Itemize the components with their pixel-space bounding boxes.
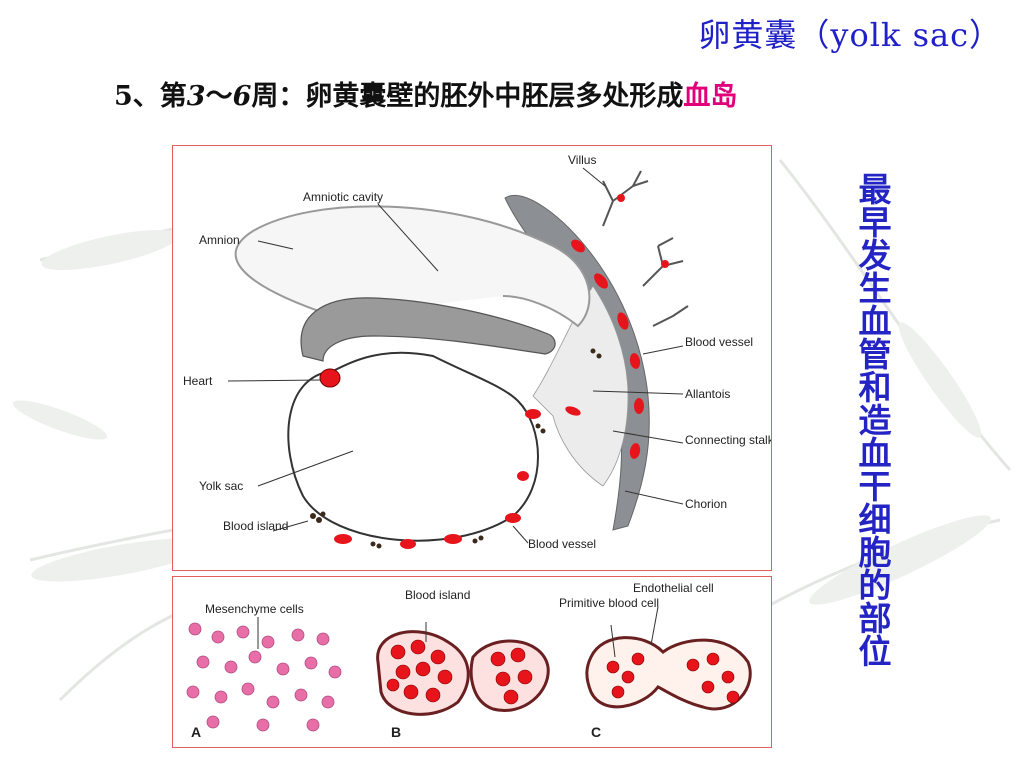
chorion-blood-vessels	[565, 239, 644, 459]
label-primitive-blood-cell: Primitive blood cell	[559, 596, 659, 610]
label-blood-vessel-right: Blood vessel	[685, 335, 753, 349]
amnion-shape	[234, 205, 591, 328]
blood-island-b	[376, 630, 550, 716]
subtitle-prefix: 5、第	[114, 81, 187, 112]
label-yolk-sac: Yolk sac	[199, 479, 243, 493]
label-connecting-stalk: Connecting stalk	[685, 433, 771, 447]
subtitle-num-start: 3	[186, 81, 206, 112]
embryo-diagram-panel: Villus Amniotic cavity Amnion Heart Bloo…	[172, 145, 775, 571]
yolk-sac-shape	[287, 351, 539, 542]
label-panel-c: C	[591, 724, 601, 740]
blood-island-panel: Mesenchyme cells Blood island Primitive …	[172, 576, 772, 748]
label-blood-island-small: Blood island	[405, 588, 470, 602]
connecting-stalk-shape	[532, 285, 629, 487]
label-allantois: Allantois	[685, 387, 730, 401]
subtitle-highlight: 血岛	[683, 81, 738, 112]
label-mesenchyme: Mesenchyme cells	[205, 602, 304, 616]
slide-subtitle: 5、第3～6周：卵黄囊壁的胚外中胚层多处形成血岛	[114, 74, 737, 113]
subtitle-middle: 周：卵黄囊壁的胚外中胚层多处形成	[251, 81, 684, 112]
label-endothelial-cell: Endothelial cell	[633, 581, 714, 595]
embryo-diagram: Villus Amniotic cavity Amnion Heart Bloo…	[183, 153, 775, 551]
label-panel-a: A	[191, 724, 201, 740]
label-amnion: Amnion	[199, 233, 240, 247]
yolk-sac-blood-islands	[334, 409, 541, 549]
side-note: 最早发生血管和造血干细胞的部位	[853, 172, 892, 667]
subtitle-tilde: ～	[205, 81, 233, 112]
label-chorion: Chorion	[685, 497, 727, 511]
primitive-vessel-c	[585, 636, 752, 711]
label-blood-vessel-bottom: Blood vessel	[528, 537, 596, 551]
heart-shape	[319, 368, 341, 388]
blood-island-clusters	[310, 348, 602, 549]
subtitle-num-end: 6	[232, 81, 252, 112]
blood-island-diagram: Mesenchyme cells Blood island Primitive …	[186, 581, 752, 740]
label-heart: Heart	[183, 374, 213, 388]
embryo-body	[300, 297, 556, 362]
label-blood-island: Blood island	[223, 519, 288, 533]
slide-title: 卵黄囊（yolk sac）	[698, 16, 1002, 54]
label-panel-b: B	[391, 724, 401, 740]
mesenchyme-cells	[186, 622, 342, 732]
label-amniotic-cavity: Amniotic cavity	[303, 190, 383, 204]
label-villus: Villus	[568, 153, 596, 167]
